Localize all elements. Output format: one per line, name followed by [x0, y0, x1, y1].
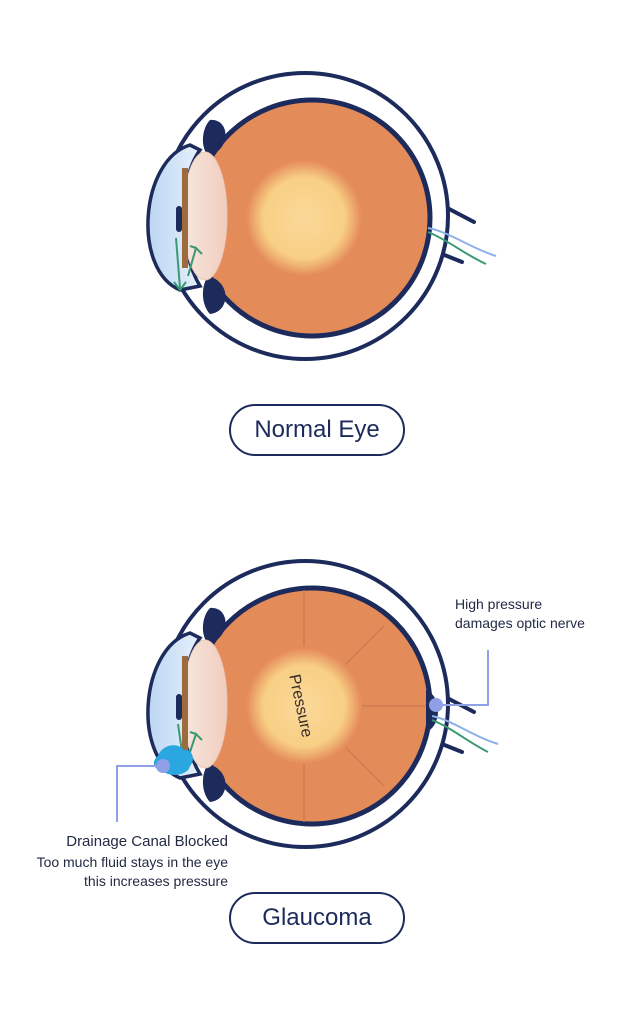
optic-nerve-fibre [427, 231, 487, 265]
iris-band [182, 168, 188, 268]
optic-nerve-line-2: damages optic nerve [455, 615, 585, 631]
optic-nerve-pointer [429, 650, 489, 712]
optic-nerve-fibre [427, 227, 497, 257]
flow-arrow [177, 723, 203, 759]
iris-band [182, 656, 188, 756]
drainage-heading: Drainage Canal Blocked [66, 833, 228, 850]
glaucoma-eye: Pressure [146, 559, 499, 849]
drainage-line-2: this increases pressure [84, 873, 228, 889]
flow-arrow [173, 237, 203, 292]
pressure-rays [303, 590, 428, 822]
optic-nerve-fibre [431, 715, 499, 745]
normal-eye-label: Normal Eye [229, 404, 405, 456]
vitreous-glow [246, 160, 362, 276]
iris-top [202, 607, 226, 644]
glaucoma-text: Glaucoma [262, 904, 372, 931]
normal-eye [146, 71, 497, 361]
glaucoma-label: Glaucoma [229, 892, 405, 944]
optic-nerve-annotation: High pressure damages optic nerve [455, 595, 585, 633]
iris-bottom [202, 764, 226, 802]
lens [182, 151, 228, 281]
vitreous-glow [246, 648, 362, 764]
pupil [176, 206, 182, 232]
drainage-annotation: Drainage Canal Blocked Too much fluid st… [37, 832, 228, 891]
iris-top [202, 119, 226, 156]
drainage-line-1: Too much fluid stays in the eye [36, 854, 228, 870]
drainage-pointer [116, 759, 170, 822]
lens [182, 639, 228, 769]
optic-nerve-line-1: High pressure [455, 596, 543, 612]
normal-eye-text: Normal Eye [254, 416, 380, 443]
pupil [176, 694, 182, 720]
iris-bottom [202, 276, 226, 314]
optic-nerve-fibre [431, 719, 489, 753]
